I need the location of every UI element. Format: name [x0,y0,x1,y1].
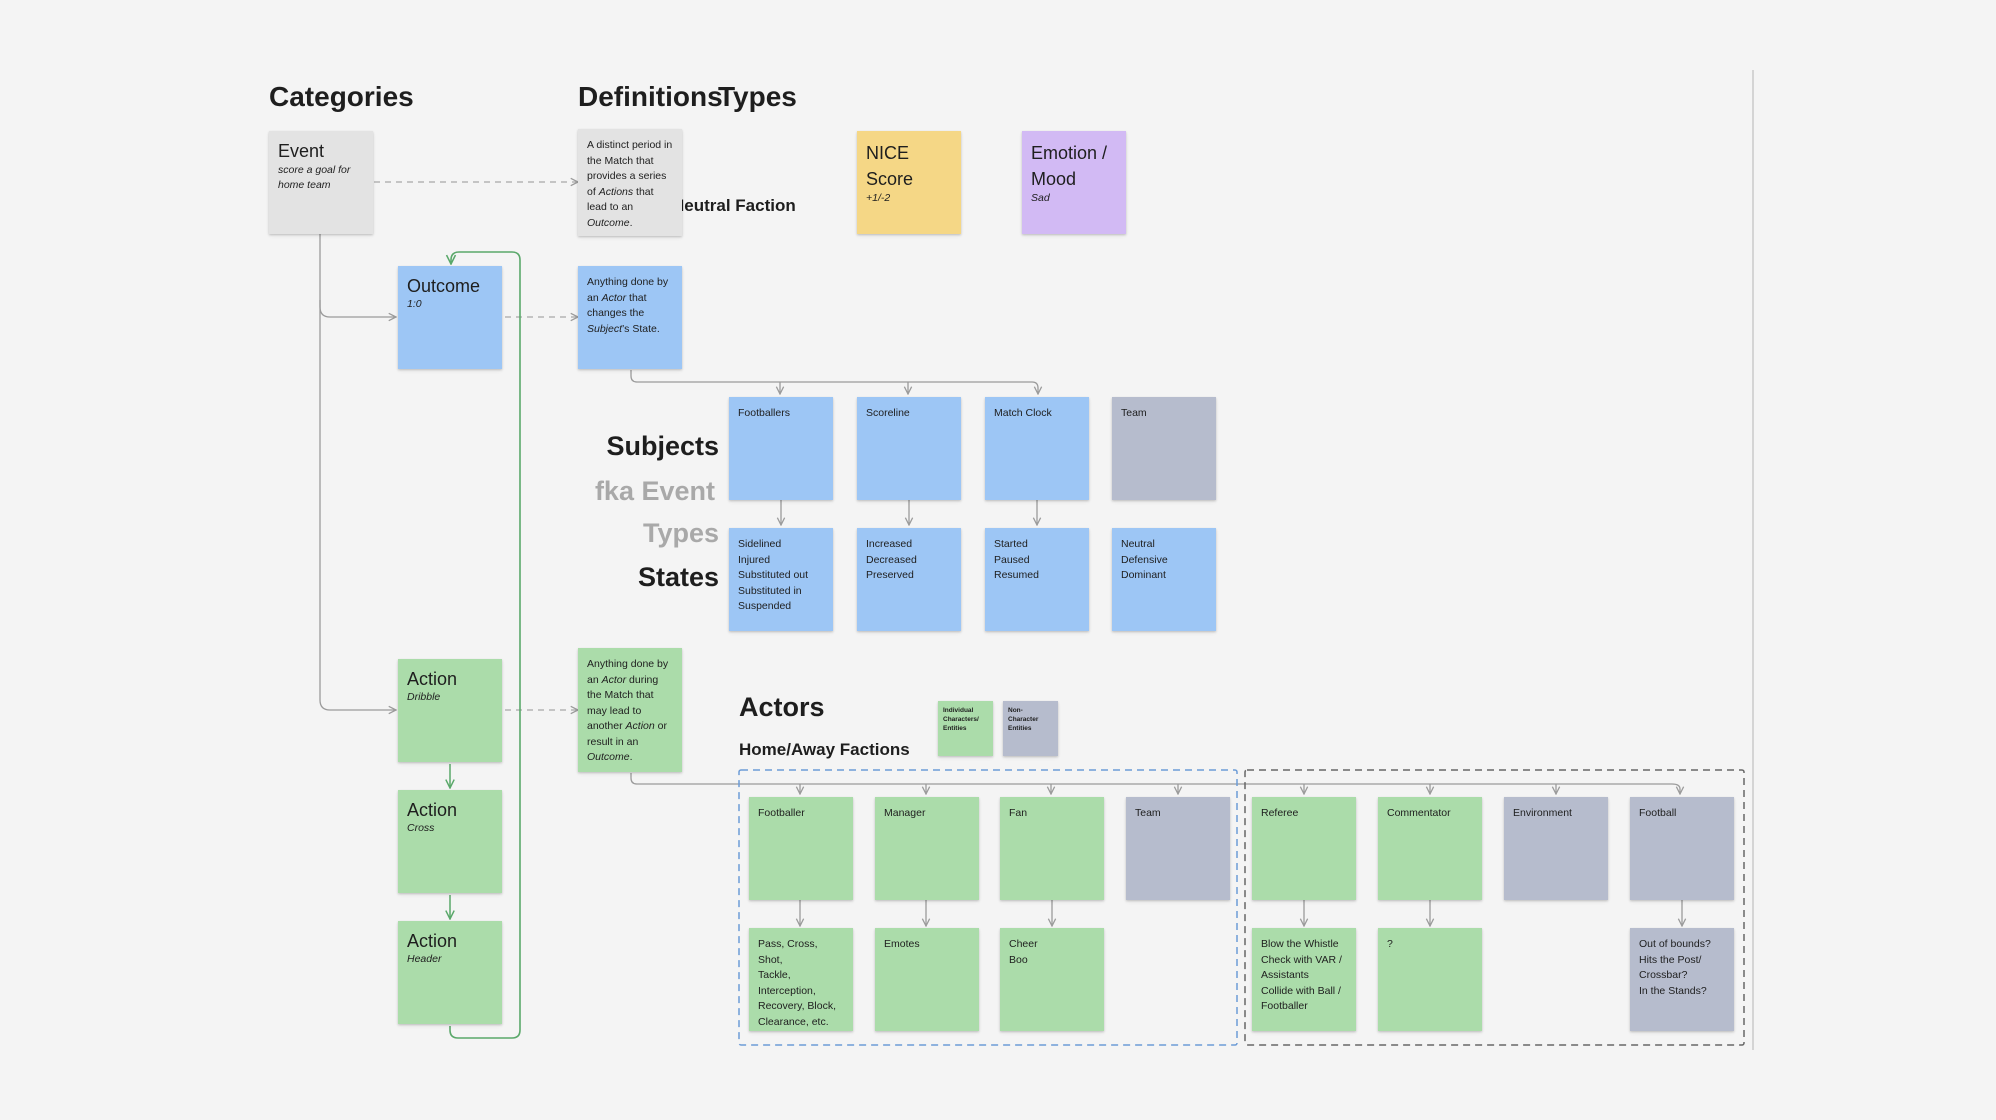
actor-commentator-sticky[interactable]: Commentator [1378,797,1482,900]
fan-actions-sticky[interactable]: Cheer Boo [1000,928,1104,1031]
actor-name: Fan [1009,807,1028,819]
action-loop-connector [450,251,521,1039]
sticky-title: Action [407,669,458,689]
state-list: Neutral Defensive Dominant [1121,538,1168,581]
actor-name: Referee [1261,807,1299,819]
actor-football-sticky[interactable]: Football [1630,797,1734,900]
state-team-sticky[interactable]: Neutral Defensive Dominant [1112,528,1216,631]
state-list: Increased Decreased Preserved [866,538,917,581]
actor-footballer-sticky[interactable]: Footballer [749,797,853,900]
sticky-title: NICE Score [866,143,914,189]
neutral-faction-label: Neutral Faction [672,196,796,215]
subject-name: Match Clock [994,407,1052,419]
subject-scoreline-sticky[interactable]: Scoreline [857,397,961,500]
football-actions-sticky[interactable]: Out of bounds? Hits the Post/ Crossbar? … [1630,928,1734,1031]
actors-heading: Actors [739,692,825,722]
actor-name: Manager [884,807,926,819]
sticky-example: Cross [407,822,435,834]
sticky-example: 1:0 [407,298,422,310]
action-category-sticky-3[interactable]: Action Header [398,921,502,1024]
home-away-factions-label: Home/Away Factions [739,740,910,759]
commentator-actions-sticky[interactable]: ? [1378,928,1482,1031]
actor-name: Football [1639,807,1677,819]
sticky-example: Sad [1031,192,1050,204]
categories-heading: Categories [269,81,414,112]
action-category-sticky-2[interactable]: Action Cross [398,790,502,893]
subjects-heading: Subjects [606,431,719,461]
sticky-title: Event [278,141,325,161]
state-scoreline-sticky[interactable]: Increased Decreased Preserved [857,528,961,631]
home-away-faction-group [738,769,1238,1046]
fka-event-label: fka Event [594,476,715,506]
definition-to-actors-connector [630,773,1680,794]
manager-actions-sticky[interactable]: Emotes [875,928,979,1031]
actor-fan-sticky[interactable]: Fan [1000,797,1104,900]
subject-name: Scoreline [866,407,910,419]
state-list: Sidelined Injured Substituted out Substi… [738,538,809,612]
action-definition-sticky[interactable]: Anything done by an Actor during the Mat… [578,648,682,772]
legend-non-character-entities: Non- Character Entities [1003,701,1058,756]
action-list: Pass, Cross, Shot, Tackle, Interception,… [758,938,836,1028]
actor-environment-sticky[interactable]: Environment [1504,797,1608,900]
event-to-action-connector [319,300,396,710]
action-list: Emotes [884,938,920,950]
footballer-actions-sticky[interactable]: Pass, Cross, Shot, Tackle, Interception,… [749,928,853,1031]
subject-team-sticky[interactable]: Team [1112,397,1216,500]
action-list: Out of bounds? Hits the Post/ Crossbar? … [1639,938,1711,997]
sticky-example: +1/-2 [866,192,891,204]
actor-name: Environment [1513,807,1572,819]
subject-name: Team [1121,407,1147,419]
action-definition-text: Anything done by an Actor during the Mat… [587,658,669,763]
sticky-title: Outcome [407,276,481,296]
legend-individual-characters: Individual Characters/ Entities [938,701,993,756]
actor-name: Commentator [1387,807,1451,819]
actor-referee-sticky[interactable]: Referee [1252,797,1356,900]
action-list: ? [1387,938,1393,950]
subject-match-clock-sticky[interactable]: Match Clock [985,397,1089,500]
actor-manager-sticky[interactable]: Manager [875,797,979,900]
state-list: Started Paused Resumed [994,538,1039,581]
event-definition-sticky[interactable]: A distinct period in the Match that prov… [578,129,682,236]
fka-types-label: Types [642,518,719,548]
state-match-clock-sticky[interactable]: Started Paused Resumed [985,528,1089,631]
action-list: Cheer Boo [1009,938,1038,966]
sticky-title: Action [407,800,458,820]
event-category-sticky[interactable]: Event score a goal for home team [269,131,373,234]
event-to-outcome-connector [319,234,396,317]
sticky-example: Dribble [407,691,441,703]
event-definition-text: A distinct period in the Match that prov… [587,139,673,229]
definitions-heading: Definitions [578,81,723,112]
outcome-category-sticky[interactable]: Outcome 1:0 [398,266,502,369]
sticky-example: score a goal for home team [278,164,351,191]
subject-footballers-sticky[interactable]: Footballers [729,397,833,500]
emotion-mood-type-sticky[interactable]: Emotion / Mood Sad [1022,131,1126,234]
types-heading: Types [718,81,797,112]
actor-name: Footballer [758,807,805,819]
action-category-sticky-1[interactable]: Action Dribble [398,659,502,762]
action-list: Blow the Whistle Check with VAR / Assist… [1261,938,1342,1012]
sticky-title: Emotion / Mood [1031,143,1108,189]
actor-team-sticky[interactable]: Team [1126,797,1230,900]
outcome-definition-sticky[interactable]: Anything done by an Actor that changes t… [578,266,682,369]
referee-actions-sticky[interactable]: Blow the Whistle Check with VAR / Assist… [1252,928,1356,1031]
subject-name: Footballers [738,407,790,419]
actor-name: Team [1135,807,1161,819]
state-footballers-sticky[interactable]: Sidelined Injured Substituted out Substi… [729,528,833,631]
outcome-definition-text: Anything done by an Actor that changes t… [587,276,669,335]
nice-score-type-sticky[interactable]: NICE Score +1/-2 [857,131,961,234]
neutral-faction-group [1244,769,1745,1046]
states-heading: States [637,562,719,592]
sticky-title: Action [407,931,458,951]
definition-to-subjects-connector [630,370,1038,394]
sticky-example: Header [407,953,442,965]
